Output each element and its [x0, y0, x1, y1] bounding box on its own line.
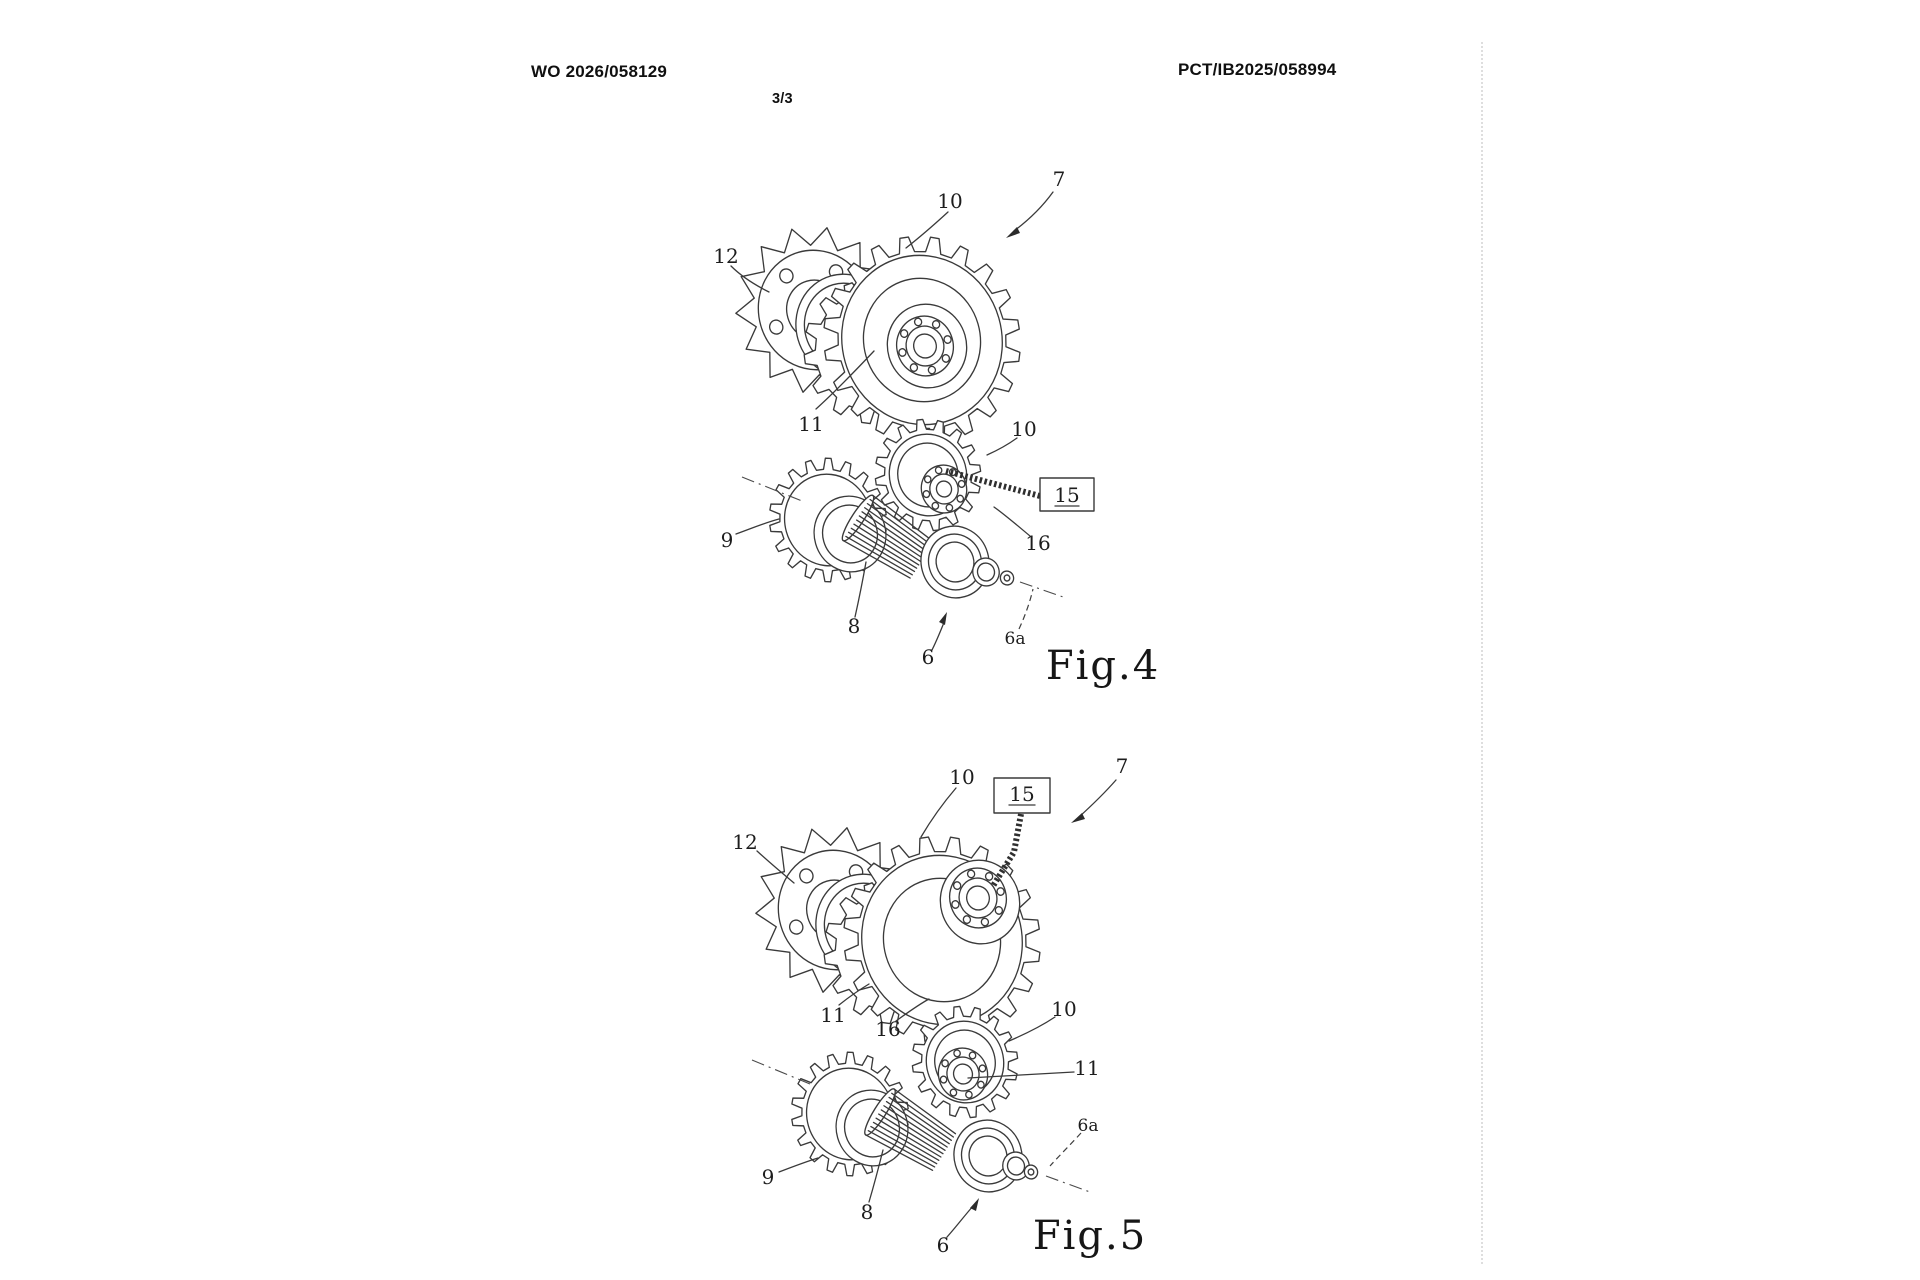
- fig5-arrowhead-6: [970, 1198, 979, 1211]
- fig4-leader-12: [730, 265, 770, 293]
- fig5-leader-16: [895, 998, 930, 1022]
- fig5-leader-11-right: [967, 1071, 1075, 1079]
- fig5-ref-8: 8: [861, 1200, 874, 1224]
- shaft-tip-6a: [999, 570, 1015, 586]
- fig5-ref-7: 7: [1116, 754, 1129, 778]
- fig4-leader-15-striped: [945, 468, 1041, 499]
- fig5-leader-7: [1078, 779, 1117, 818]
- fig4-ref-10-upper: 10: [937, 189, 962, 213]
- fig4-ref-6a: 6a: [1005, 629, 1026, 649]
- fig5-ref-6: 6: [937, 1233, 950, 1257]
- fig4-axis-line-right: [1019, 581, 1067, 599]
- shaft-tip-6a: [1023, 1164, 1039, 1180]
- publication-number: WO 2026/058129: [531, 62, 668, 81]
- fig5-ref-11-right: 11: [1074, 1056, 1099, 1080]
- fig5-ref-16: 16: [875, 1017, 900, 1041]
- fig4-ref-9: 9: [721, 528, 734, 552]
- fig5-leader-15-striped: [990, 813, 1024, 888]
- application-number: PCT/IB2025/058994: [1178, 60, 1337, 79]
- fig5-arrowhead-7: [1071, 813, 1085, 823]
- fig5-ref-12: 12: [732, 830, 757, 854]
- fig5-axis-line-right: [1045, 1175, 1091, 1193]
- fig5-ref-11-left: 11: [820, 1003, 845, 1027]
- fig4-ref-6: 6: [922, 645, 935, 669]
- fig5-caption: Fig.5: [1033, 1213, 1147, 1259]
- shaft-bearing-stack: [920, 525, 990, 599]
- scan-artifact-line: [1481, 42, 1483, 1264]
- fig4-leader-16: [993, 506, 1031, 537]
- fig4-ref-10-mid: 10: [1011, 417, 1036, 441]
- fig5-boxed-ref-15: 15: [1009, 782, 1034, 806]
- fig4-ref-12: 12: [713, 244, 738, 268]
- fig5-ref-10-mid: 10: [1051, 997, 1076, 1021]
- fig4-leader-9: [735, 518, 780, 535]
- fig4-ref-16: 16: [1025, 531, 1050, 555]
- main-bearing: [895, 315, 955, 377]
- fig4-arrowhead-6: [939, 612, 947, 625]
- fig4-ref-8: 8: [848, 614, 861, 638]
- figure5-annotations: 12 10 7 11 16 10 11 6a 9 8 6 15 Fig.5: [732, 754, 1147, 1259]
- fig5-ref-9: 9: [762, 1165, 775, 1189]
- fig4-ref-7: 7: [1053, 167, 1066, 191]
- fig4-leader-10-upper: [905, 211, 949, 249]
- fig5-leader-10-upper: [920, 787, 957, 838]
- figure4-gear-assembly: [735, 227, 1021, 599]
- fig4-leader-11: [815, 350, 875, 410]
- fig5-leader-9: [778, 1157, 819, 1173]
- fig4-leader-8: [854, 561, 867, 618]
- fig5-leader-6: [946, 1204, 975, 1238]
- fig4-leader-6a: [1018, 588, 1034, 630]
- spline-shaft-6: [864, 1088, 957, 1171]
- spline-shaft-6: [841, 494, 935, 579]
- fig4-leader-10-mid: [986, 437, 1018, 456]
- idler-bearing-11: [937, 1047, 989, 1101]
- figure4-annotations: 12 10 7 11 10 16 9 8 6 6a 15 Fig.4: [713, 167, 1160, 689]
- fig5-ref-6a: 6a: [1078, 1116, 1099, 1136]
- figure5-gear-assembly: [755, 827, 1041, 1193]
- fig4-ref-11: 11: [798, 412, 823, 436]
- fig5-leader-8: [868, 1149, 884, 1203]
- fig5-ref-box-15: [993, 777, 1051, 814]
- fig5-leader-6a: [1049, 1132, 1082, 1167]
- fig4-axis-line-left: [741, 476, 803, 502]
- fig5-axis-line-left: [751, 1059, 811, 1085]
- fig4-boxed-ref-15: 15: [1054, 483, 1079, 507]
- fig4-arrowhead-7: [1006, 227, 1020, 238]
- shaft-washer: [1002, 1151, 1030, 1181]
- fig4-leader-7: [1013, 191, 1054, 232]
- shaft-washer: [972, 557, 1000, 587]
- fig5-leader-12: [756, 850, 795, 884]
- fig4-caption: Fig.4: [1046, 643, 1160, 689]
- fig5-leader-10-mid: [1008, 1016, 1056, 1042]
- sheet-number: 3/3: [772, 91, 793, 107]
- fig5-leader-11-left: [838, 983, 870, 1006]
- fig5-ref-10-upper: 10: [949, 765, 974, 789]
